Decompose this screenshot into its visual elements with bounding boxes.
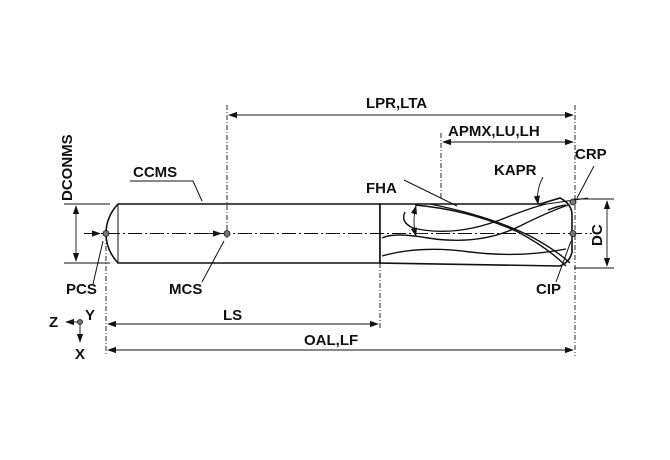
label-ccms: CCMS (133, 164, 177, 181)
flute-line (402, 203, 547, 232)
label-kapr: KAPR (494, 162, 537, 179)
fha-angle-arc (410, 205, 417, 237)
crp-point (569, 198, 577, 206)
label-lpr-lta: LPR,LTA (366, 95, 427, 112)
flute-line (381, 248, 567, 257)
label-oal-lf: OAL,LF (304, 332, 358, 349)
label-cip: CIP (536, 281, 561, 298)
tool-body (105, 197, 573, 267)
cip-point (569, 230, 577, 237)
label-ls: LS (223, 307, 242, 324)
coordinate-axes-icon (65, 318, 84, 343)
pcs-point (102, 230, 110, 237)
label-axis-y: Y (85, 307, 95, 324)
label-axis-z: Z (49, 314, 58, 331)
kapr-reference-line (539, 197, 589, 206)
label-dconms: DCONMS (59, 134, 76, 201)
cutting-head-outline (379, 197, 573, 267)
flute-line (414, 204, 567, 267)
flute-line (381, 204, 569, 241)
label-apmx-lu-lh: APMX,LU,LH (448, 123, 540, 140)
mcs-point (223, 230, 231, 237)
label-mcs: MCS (169, 281, 202, 298)
flute-line (547, 204, 567, 211)
label-dc: DC (589, 224, 606, 246)
label-axis-x: X (75, 346, 85, 363)
label-pcs: PCS (66, 281, 97, 298)
cip-leader (555, 240, 572, 283)
pcs-leader (92, 240, 104, 285)
mcs-leader (201, 240, 225, 283)
label-crp: CRP (575, 146, 607, 163)
kapr-angle-arc (533, 176, 544, 205)
label-fha: FHA (366, 180, 397, 197)
ccms-leader (130, 180, 203, 202)
axis-origin (77, 319, 83, 325)
flute-line (429, 203, 571, 264)
crp-leader (576, 165, 595, 199)
flute-line (539, 197, 561, 205)
fha-reference-line (403, 179, 458, 207)
